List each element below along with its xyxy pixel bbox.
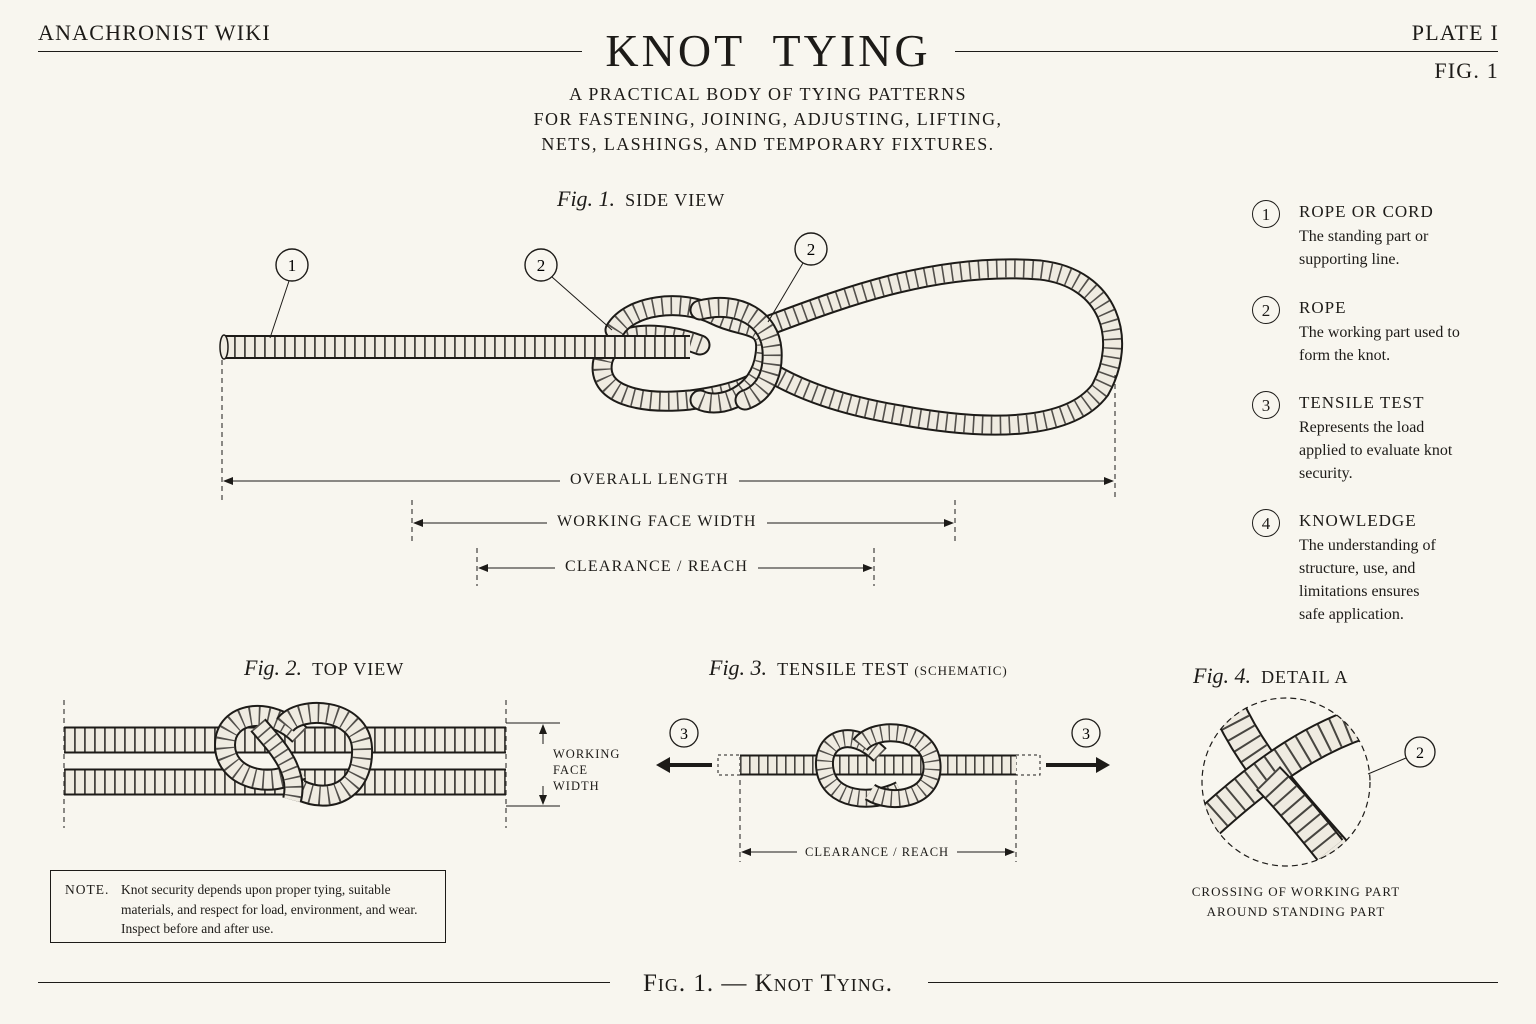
dim-clearance-reach: CLEARANCE / REACH [555,558,759,576]
subtitle: A PRACTICAL BODY OF TYING PATTERNS FOR F… [0,82,1536,157]
legend: 1 ROPE OR CORD The standing part or supp… [1252,200,1522,662]
arrow-right-icon [1096,757,1110,773]
legend-desc: The understanding of structure, use, and… [1299,537,1436,623]
legend-desc: The standing part or supporting line. [1299,228,1429,268]
callout-number: 3 [680,726,688,743]
fig3-number: Fig. 3. [709,655,768,680]
fig3-dim-clearance-reach: CLEARANCE / REACH [797,844,958,860]
fig4-caption: Fig. 4. DETAIL A [1193,663,1348,689]
fig2-knot [213,701,374,807]
dim-line: WORKING [553,747,621,761]
legend-title: ROPE OR CORD [1299,202,1434,221]
fig4-callout[interactable]: 2 [1367,736,1436,775]
fig4-label: DETAIL A [1261,667,1349,687]
legend-title: TENSILE TEST [1299,393,1425,412]
fig2-label: TOP VIEW [312,659,405,679]
subtitle-line: A PRACTICAL BODY OF TYING PATTERNS [569,84,967,104]
fig1-callout-1[interactable]: 1 [269,248,309,339]
fig3-callout-right[interactable]: 3 [1071,718,1101,748]
fig3-callout-left[interactable]: 3 [669,718,699,748]
fig1-caption: Fig. 1. SIDE VIEW [557,186,725,212]
note-label: NOTE. [65,882,110,897]
fig3-load-arrows [656,757,1110,773]
footer-prefix: Fig. 1. — [642,970,748,997]
rope-end-dashed-left [717,754,741,776]
fig4-detail [1201,697,1371,867]
plate-label: PLATE I [1411,20,1499,45]
fig2-dim-working-face-width: WORKING FACE WIDTH [553,746,620,794]
fig2-rope-drawing [64,701,506,807]
site-name[interactable]: ANACHRONIST WIKI [38,20,271,45]
fig3-caption: Fig. 3. TENSILE TEST (SCHEMATIC) [709,655,1008,681]
legend-desc: Represents the load applied to evaluate … [1299,419,1453,482]
note-box: NOTE. Knot security depends upon proper … [50,870,446,943]
fig2-caption: Fig. 2. TOP VIEW [244,655,404,681]
footer-rule-right [928,982,1498,983]
callout-number: 2 [807,240,816,259]
page-title: KNOT TYING [605,25,931,76]
fig3-label-small: (SCHEMATIC) [914,663,1008,678]
footer-rule-left [38,982,610,983]
caption-line: CROSSING OF WORKING PART [1191,884,1401,899]
callout-number: 1 [288,256,297,275]
rope-standing-part [219,334,690,360]
detail-circle [1201,697,1371,867]
fig4-number: Fig. 4. [1193,663,1252,688]
header-rule-right [955,51,1498,52]
rope-loop [759,258,1124,436]
subtitle-line: NETS, LASHINGS, AND TEMPORARY FIXTURES. [541,134,995,154]
fig1-number: Fig. 1. [557,186,616,211]
legend-desc: The working part used to form the knot. [1299,324,1460,364]
note-text: Knot security depends upon proper tying,… [121,882,418,936]
legend-number: 3 [1252,391,1280,419]
fig2-dimensions [63,700,560,828]
fig1-label: SIDE VIEW [625,190,726,210]
fig1-callout-2a[interactable]: 2 [524,248,613,331]
fig3-rope-drawing [717,723,1041,808]
knot-lobes [591,295,783,414]
footer-title: Knot Tying. [754,970,893,997]
legend-title: KNOWLEDGE [1299,511,1417,530]
callout-number: 2 [1416,745,1424,762]
fig-number: FIG. 1 [1434,58,1499,83]
arrow-left-icon [656,757,670,773]
header-rule-left [38,51,582,52]
rope-end-dashed-right [1015,754,1041,776]
dim-line: WIDTH [553,779,600,793]
dim-line: FACE [553,763,589,777]
fig4-caption-text: CROSSING OF WORKING PART AROUND STANDING… [1176,882,1416,922]
dim-overall-length: OVERALL LENGTH [560,471,739,489]
fig1-callout-2b[interactable]: 2 [767,232,828,323]
legend-title: ROPE [1299,298,1347,317]
footer-caption: Fig. 1. — Knot Tying. [0,970,1536,998]
caption-line: AROUND STANDING PART [1206,904,1386,919]
fig2-number: Fig. 2. [244,655,303,680]
legend-number: 1 [1252,200,1280,228]
fig1-rope-drawing [219,258,1124,436]
legend-number: 2 [1252,296,1280,324]
callout-number: 3 [1082,726,1090,743]
legend-number: 4 [1252,509,1280,537]
callout-number: 2 [537,256,546,275]
subtitle-line: FOR FASTENING, JOINING, ADJUSTING, LIFTI… [533,109,1003,129]
dim-working-face-width: WORKING FACE WIDTH [547,513,767,531]
fig3-label: TENSILE TEST [777,659,909,679]
